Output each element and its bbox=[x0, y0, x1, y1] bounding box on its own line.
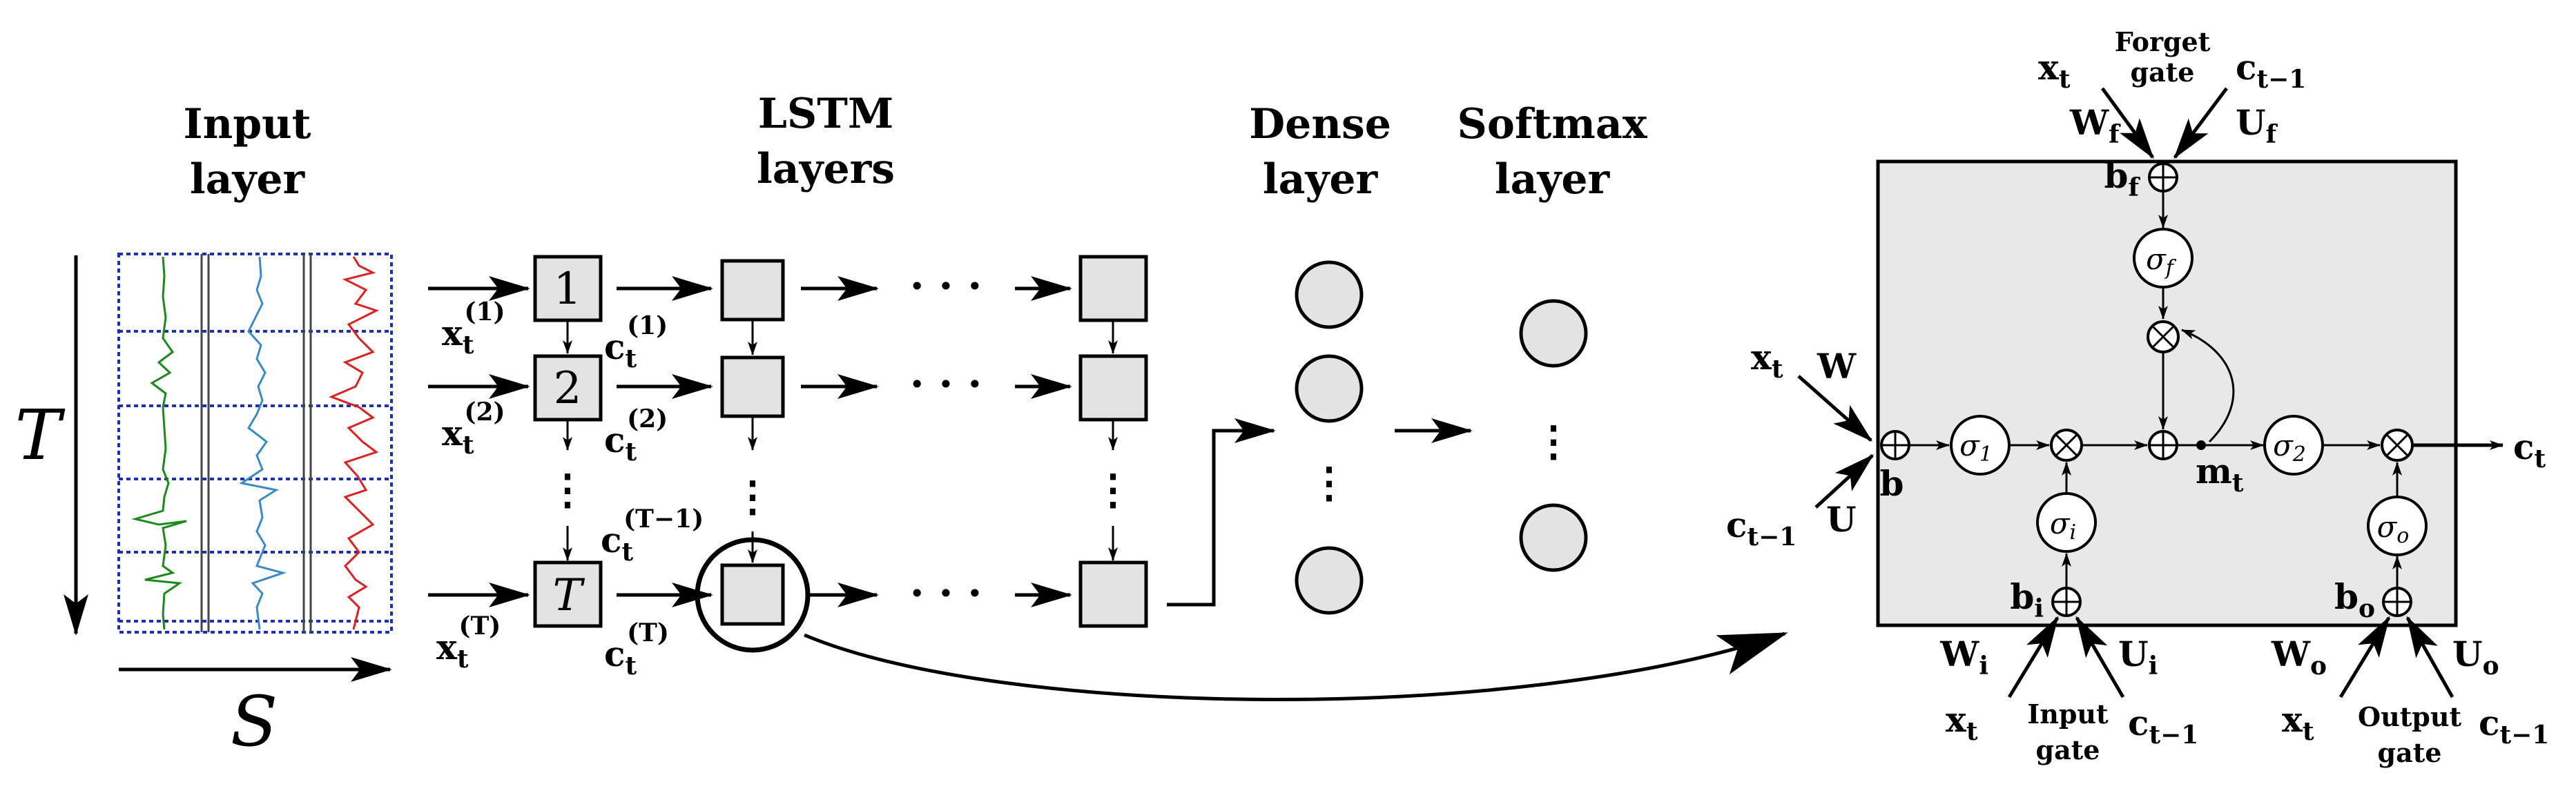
lstm-cell-last-row2 bbox=[1078, 354, 1148, 422]
sigma-i-label: σi bbox=[2050, 507, 2076, 545]
input-layer: Input layer T S bbox=[15, 100, 393, 762]
lstm-cell-last-rowT bbox=[1078, 560, 1148, 628]
softmax-node-1 bbox=[1519, 299, 1588, 368]
dense-node-n bbox=[1295, 546, 1364, 615]
dense-layer: Dense layer ⋮ bbox=[1249, 100, 1473, 615]
U-label: U bbox=[1826, 499, 1857, 540]
forget-c-arrow bbox=[2173, 87, 2228, 159]
input-gate-label-line2: gate bbox=[2036, 734, 2100, 765]
x-t-2-label: xt(2) bbox=[442, 398, 505, 460]
b-label: b bbox=[1880, 463, 1904, 504]
c-t-output-label: ct bbox=[2513, 427, 2546, 473]
W-f-label: Wf bbox=[2069, 102, 2121, 149]
signal-blue bbox=[239, 256, 287, 630]
c-t-2-label: ct(2) bbox=[604, 404, 668, 467]
lstm-cell-col2-row2 bbox=[720, 355, 785, 418]
lstm-cell-col2-row1 bbox=[720, 259, 785, 322]
input-c-prev-label: ct−1 bbox=[2128, 703, 2198, 750]
forget-gate-label-line1: Forget bbox=[2115, 26, 2211, 57]
dense-layer-title-line1: Dense bbox=[1249, 100, 1391, 148]
W-i-label: Wi bbox=[1939, 634, 1988, 681]
main-c-prev-label: ct−1 bbox=[1726, 505, 1797, 551]
U-i-label: Ui bbox=[2118, 634, 2158, 681]
input-x-t-label: xt bbox=[1946, 699, 1978, 746]
m-t-label: mt bbox=[2196, 451, 2244, 498]
softmax-layer-title-line2: layer bbox=[1495, 155, 1611, 204]
output-mult-x2 bbox=[2385, 433, 2409, 457]
input-x-arrow bbox=[2007, 616, 2060, 698]
c-t-1-label: ct(1) bbox=[604, 311, 668, 373]
sigma-o-label: σo bbox=[2377, 510, 2410, 548]
lstm-cell-last-row1 bbox=[1078, 255, 1148, 322]
softmax-vertical-dots: ⋮ bbox=[1533, 418, 1574, 466]
forget-x-arrow bbox=[2100, 87, 2155, 159]
lstm-layers-title-line1: LSTM bbox=[758, 90, 894, 138]
output-gate-label-line2: gate bbox=[2378, 737, 2442, 768]
output-c-arrow bbox=[2405, 616, 2454, 698]
lstm-to-dense-arrow bbox=[1167, 418, 1276, 607]
input-c-arrow bbox=[2075, 616, 2125, 698]
dense-vertical-dots: ⋮ bbox=[1308, 459, 1350, 507]
vertical-dots-col2: ⋮ bbox=[732, 473, 773, 521]
memory-tap-dot bbox=[2196, 440, 2206, 450]
lstm-cell-col2-rowT bbox=[720, 563, 785, 626]
input-layer-title-line2: layer bbox=[190, 155, 306, 204]
x-t-1-label: xt(1) bbox=[442, 297, 505, 360]
time-axis-label: T bbox=[15, 395, 66, 476]
main-c-arrow bbox=[1814, 453, 1875, 509]
horizontal-dots-row1: · · · bbox=[910, 262, 982, 311]
dense-node-1 bbox=[1295, 260, 1364, 329]
feature-axis-label: S bbox=[231, 681, 278, 762]
dense-layer-title-line2: layer bbox=[1263, 155, 1379, 204]
horizontal-dots-rowT: · · · bbox=[910, 569, 982, 618]
output-x-arrow bbox=[2338, 616, 2391, 698]
input-layer-title-line1: Input bbox=[184, 100, 311, 148]
softmax-layer: Softmax layer ⋮ bbox=[1457, 100, 1648, 572]
c-t-Tm1-label: ct(T−1) bbox=[601, 505, 704, 567]
main-x-arrow bbox=[1797, 375, 1873, 442]
forget-c-prev-label: ct−1 bbox=[2236, 47, 2306, 94]
forget-x-t-label: xt bbox=[2038, 47, 2071, 94]
W-o-label: Wo bbox=[2271, 634, 2327, 681]
sigma-1-label: σ1 bbox=[1959, 429, 1993, 467]
softmax-layer-title-line1: Softmax bbox=[1457, 100, 1647, 148]
forget-gate-label-line2: gate bbox=[2131, 57, 2195, 88]
lstm-cell-2-label: 2 bbox=[554, 363, 582, 414]
output-gate-label-line1: Output bbox=[2358, 701, 2461, 732]
input-gate-label-line1: Input bbox=[2027, 698, 2109, 730]
lstm-cell-detail: Forget gate xt ct−1 Wf Uf bf σf xt W ct−… bbox=[1726, 26, 2549, 768]
softmax-node-n bbox=[1519, 503, 1588, 572]
main-x-t-label: xt bbox=[1751, 337, 1783, 384]
forget-mult-x2 bbox=[2151, 325, 2175, 349]
vertical-dots-last: ⋮ bbox=[1092, 466, 1134, 514]
U-o-label: Uo bbox=[2452, 634, 2499, 681]
output-x-t-label: xt bbox=[2282, 699, 2314, 746]
lstm-cell-T-label: T bbox=[553, 570, 585, 621]
dense-node-2 bbox=[1295, 354, 1364, 423]
lstm-layers-title-line2: layers bbox=[757, 145, 895, 193]
lstm-cell-1-label: 1 bbox=[554, 264, 582, 315]
input-grid bbox=[117, 253, 393, 634]
x-t-T-label: xt(T) bbox=[436, 612, 501, 674]
vertical-dots-col1: ⋮ bbox=[547, 466, 588, 514]
memory-feedback-arrow bbox=[2181, 329, 2235, 443]
lstm-cell-2 bbox=[533, 354, 603, 422]
c-t-T-label: ct(T) bbox=[604, 618, 669, 681]
signal-red bbox=[328, 256, 379, 630]
horizontal-dots-row2: · · · bbox=[910, 360, 982, 409]
U-f-label: Uf bbox=[2236, 102, 2278, 149]
sigma-2-label: σ2 bbox=[2273, 429, 2306, 467]
lstm-cell-T bbox=[533, 560, 603, 628]
zoom-curved-arrow bbox=[804, 632, 1788, 702]
b-f-label: bf bbox=[2104, 155, 2141, 202]
W-label: W bbox=[1817, 346, 1857, 387]
signal-green bbox=[131, 256, 187, 630]
input-mult-x2 bbox=[2055, 433, 2078, 457]
output-c-prev-label: ct−1 bbox=[2479, 703, 2549, 750]
lstm-layers: LSTM layers xt(1) xt(2) xt(T) 1 2 T ⋮ ct… bbox=[428, 90, 1276, 681]
